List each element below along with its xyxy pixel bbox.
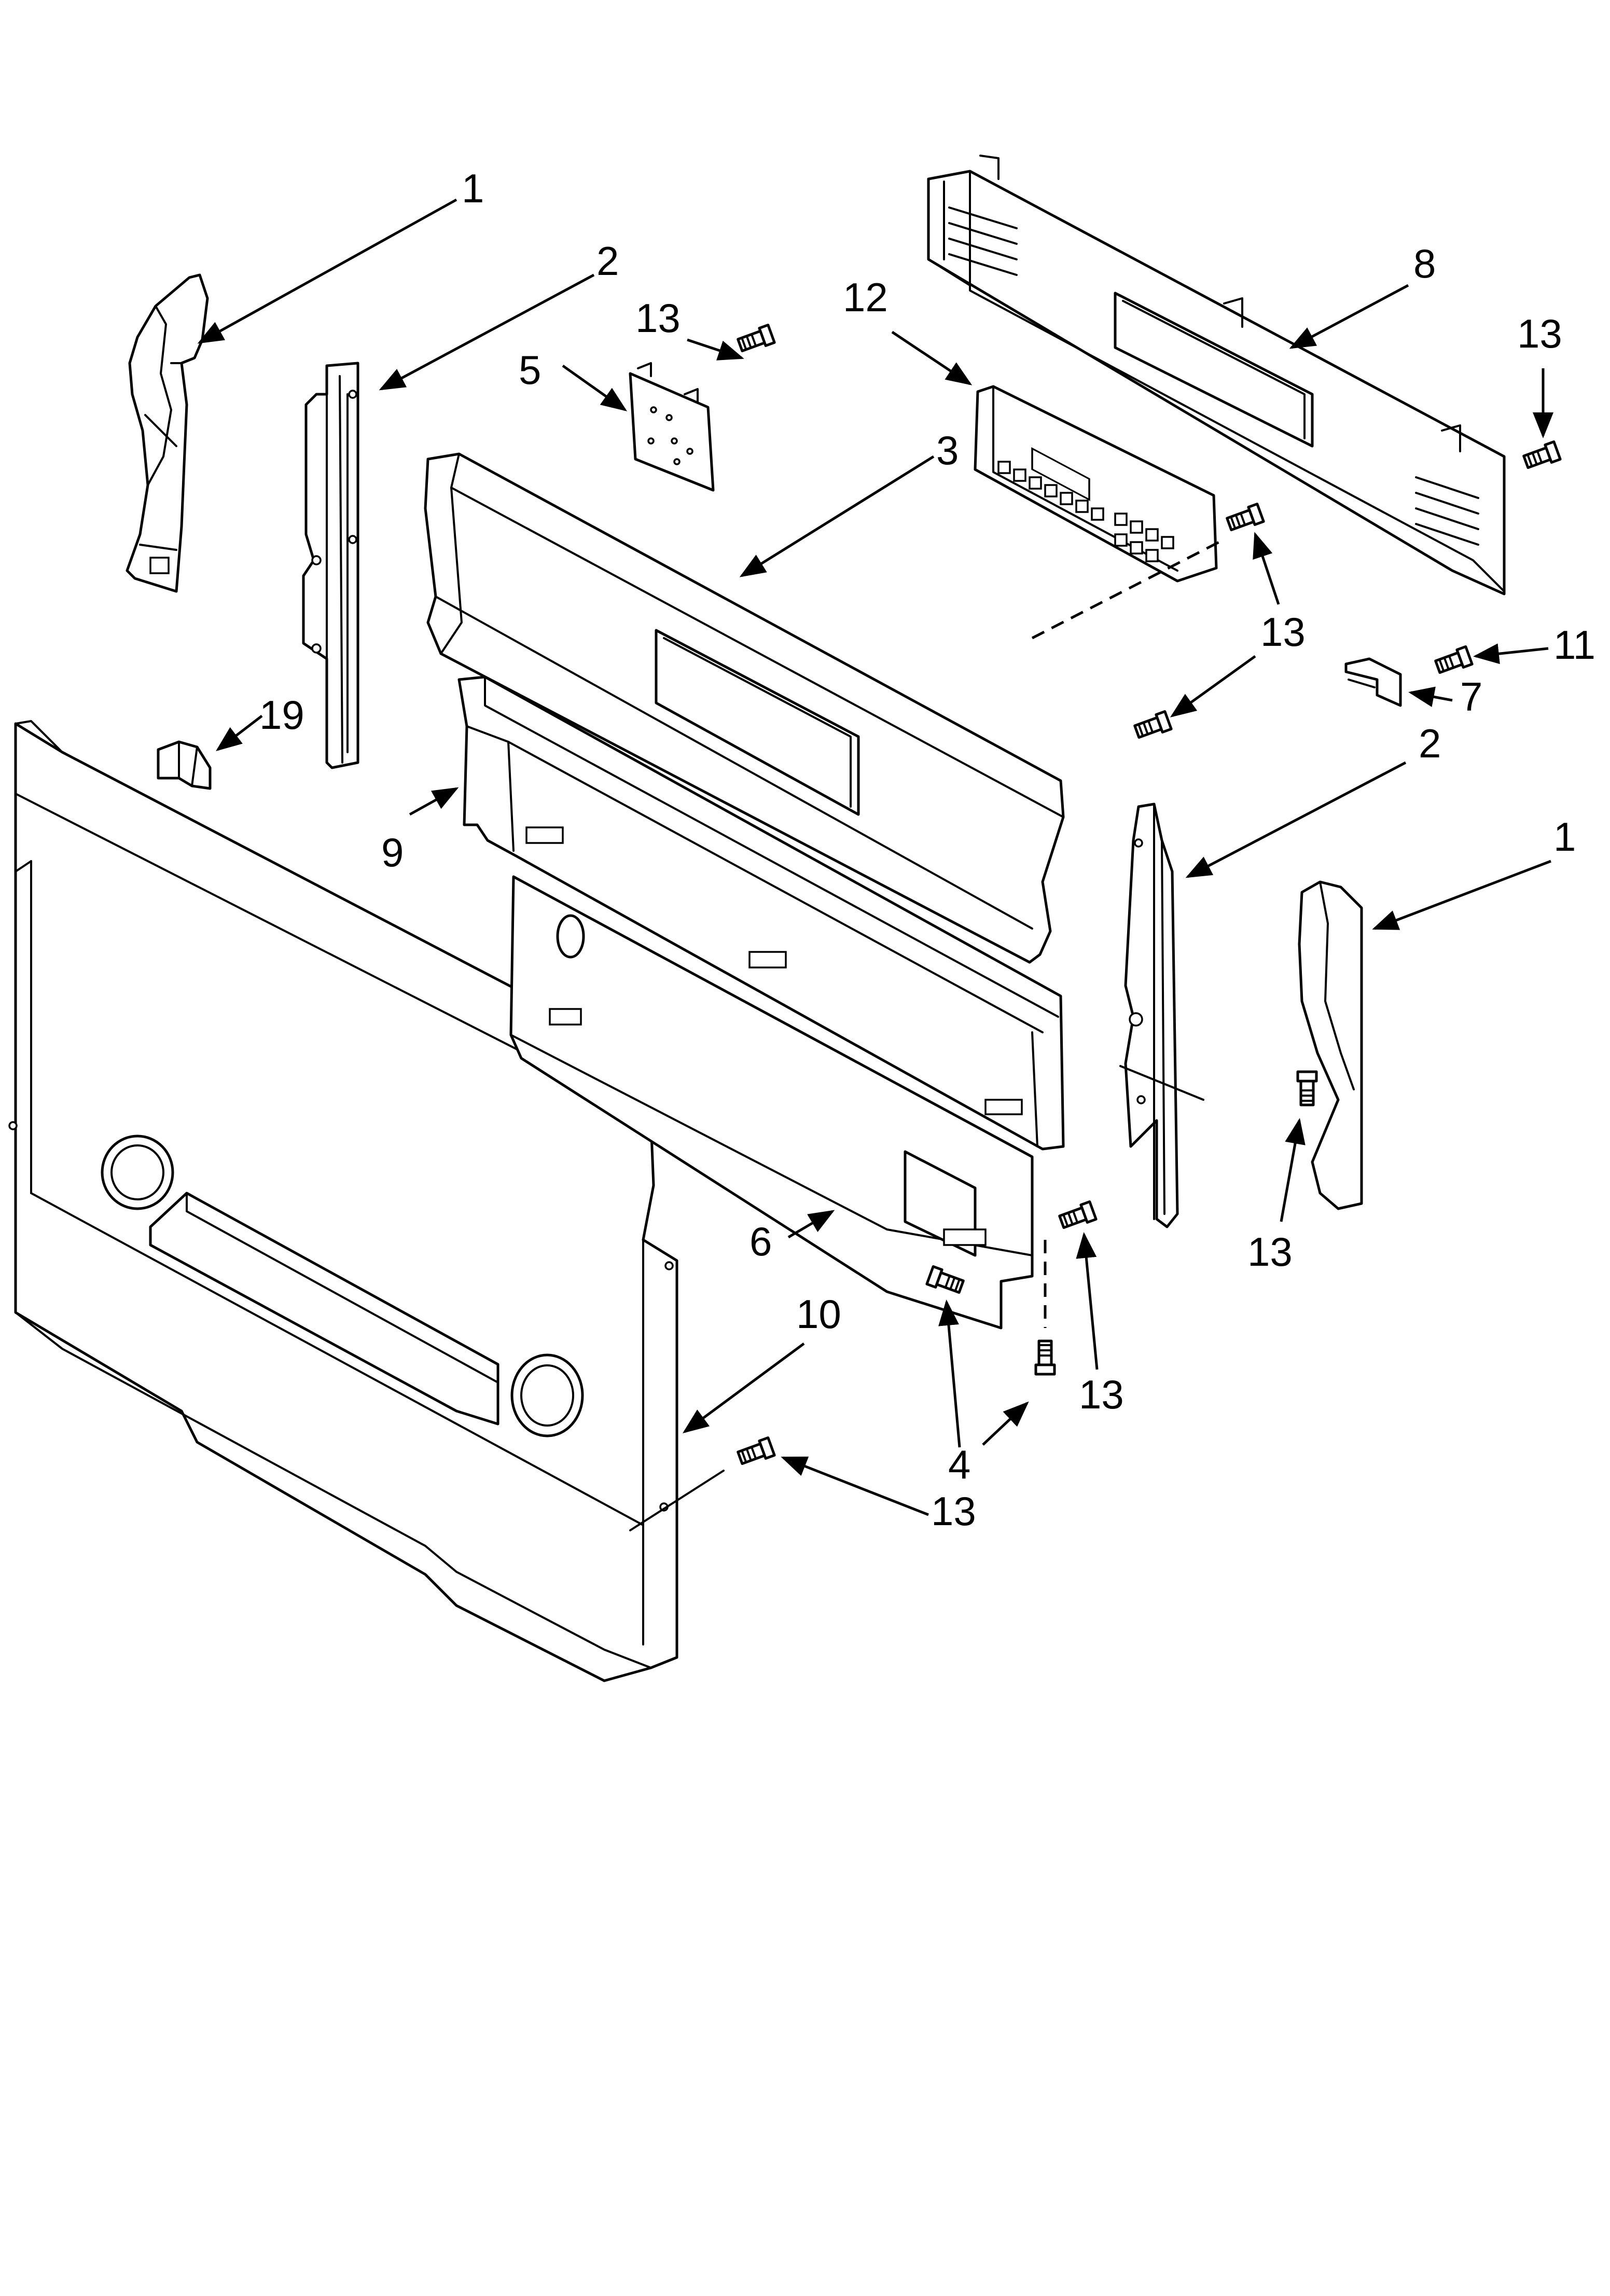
screw-icon <box>737 323 776 353</box>
callout-13-right: 13 <box>1517 311 1562 356</box>
leader-lines <box>197 198 1553 1516</box>
callout-11: 11 <box>1553 622 1595 668</box>
callout-3: 3 <box>936 427 959 473</box>
callout-10: 10 <box>796 1291 841 1337</box>
callout-5: 5 <box>519 347 541 393</box>
callout-19: 19 <box>259 692 304 738</box>
callout-12: 12 <box>843 274 888 320</box>
screw-icon <box>1434 645 1474 674</box>
assembly-lines <box>629 538 1225 1531</box>
part-9-support-channel <box>457 675 1065 1151</box>
callout-2-left: 2 <box>596 238 619 284</box>
screw-icon <box>1058 1200 1098 1229</box>
part-6-rear-panel <box>509 875 1034 1330</box>
callout-13-mid: 13 <box>1260 609 1306 655</box>
part-7-bracket <box>1344 657 1402 707</box>
callout-7: 7 <box>1460 674 1482 720</box>
part-1-right-end-cap <box>1298 880 1363 1210</box>
screw-icon <box>1226 502 1265 532</box>
part-12-control-overlay <box>974 385 1218 583</box>
callout-13-bottom: 13 <box>931 1488 976 1534</box>
part-3-console-shell <box>424 452 1065 964</box>
screw-icon <box>925 1265 965 1294</box>
part-10-lower-panel <box>8 720 678 1682</box>
part-19-clip <box>157 740 212 790</box>
callout-6: 6 <box>750 1219 772 1264</box>
callout-13-lower: 13 <box>1079 1372 1124 1417</box>
screw-icon <box>737 1436 776 1465</box>
callout-8: 8 <box>1413 241 1436 286</box>
screw-icon <box>1034 1339 1056 1376</box>
screw-icons <box>737 323 1562 1465</box>
screw-icon <box>1522 440 1562 469</box>
part-5-plate <box>629 362 715 492</box>
part-1-left-end-cap <box>126 273 209 593</box>
callout-13-top: 13 <box>635 295 681 341</box>
part-8-vent-shield <box>927 155 1506 596</box>
screw-icon <box>1133 710 1173 739</box>
callout-9: 9 <box>381 829 404 875</box>
screw-icon <box>1296 1070 1318 1106</box>
callout-1-left: 1 <box>462 165 484 211</box>
callout-2-right: 2 <box>1419 721 1441 766</box>
part-2-right-bracket <box>1124 803 1179 1228</box>
callout-13-lower-right: 13 <box>1247 1229 1293 1275</box>
callout-4: 4 <box>948 1442 970 1487</box>
callout-1-right: 1 <box>1553 814 1576 860</box>
part-2-left-bracket <box>302 362 359 769</box>
callout-labels: 1 2 13 5 12 8 13 3 13 11 7 2 1 19 9 6 13… <box>259 165 1595 1534</box>
